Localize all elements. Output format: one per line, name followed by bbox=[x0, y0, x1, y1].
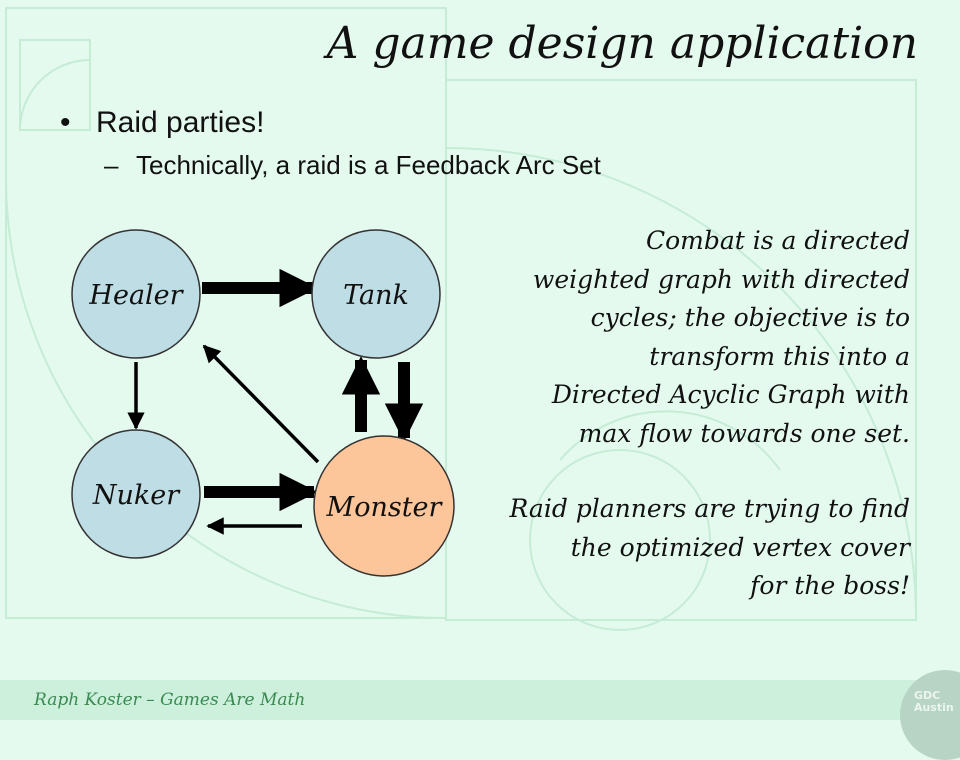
combat-line: Directed Acyclic Graph with bbox=[551, 380, 910, 409]
node-healer-label: Healer bbox=[88, 280, 184, 311]
node-healer: Healer bbox=[71, 229, 201, 359]
raid-planner-description: Raid planners are trying to find the opt… bbox=[510, 490, 910, 606]
bullet-item: • Raid parties! bbox=[60, 106, 264, 140]
combat-line: transform this into a bbox=[649, 341, 910, 371]
node-monster-label: Monster bbox=[326, 492, 444, 523]
node-monster-circle bbox=[313, 435, 455, 577]
edge-monster-healer bbox=[202, 344, 320, 464]
node-nuker: Nuker bbox=[71, 429, 201, 559]
bullet-text: Raid parties! bbox=[96, 106, 265, 139]
raid-graph: Healer Tank Nuker Monster bbox=[71, 229, 455, 577]
sub-bullet-text: Technically, a raid is a Feedback Arc Se… bbox=[136, 150, 601, 180]
combat-line: cycles; the objective is to bbox=[590, 303, 910, 332]
node-tank: Tank bbox=[311, 229, 441, 359]
combat-line: Combat is a directed bbox=[645, 226, 910, 255]
logo-text-line: Austin bbox=[914, 701, 954, 714]
node-nuker-label: Nuker bbox=[92, 480, 181, 511]
node-tank-circle bbox=[311, 229, 441, 359]
footer-credit: Raph Koster – Games Are Math bbox=[34, 690, 306, 710]
node-nuker-circle bbox=[71, 429, 201, 559]
node-monster: Monster bbox=[313, 435, 455, 577]
raid-planner-line: for the boss! bbox=[750, 571, 910, 600]
raid-planner-line: Raid planners are trying to find bbox=[509, 494, 910, 523]
slide-title: A game design application bbox=[326, 18, 918, 69]
combat-line: weighted graph with directed bbox=[532, 264, 910, 294]
node-tank-label: Tank bbox=[343, 280, 409, 311]
logo-text-line: GDC bbox=[914, 689, 941, 702]
logo-text: GDC Austin bbox=[914, 690, 954, 714]
raid-planner-line: the optimized vertex cover bbox=[570, 532, 910, 562]
footer-bar bbox=[0, 680, 960, 720]
combat-description: Combat is a directed weighted graph with… bbox=[533, 222, 910, 453]
bullet-dot-icon: • bbox=[60, 106, 71, 139]
node-healer-circle bbox=[71, 229, 201, 359]
sub-bullet-item: –Technically, a raid is a Feedback Arc S… bbox=[104, 150, 601, 181]
combat-line: max flow towards one set. bbox=[578, 418, 910, 448]
sub-bullet-dash-icon: – bbox=[104, 150, 119, 180]
